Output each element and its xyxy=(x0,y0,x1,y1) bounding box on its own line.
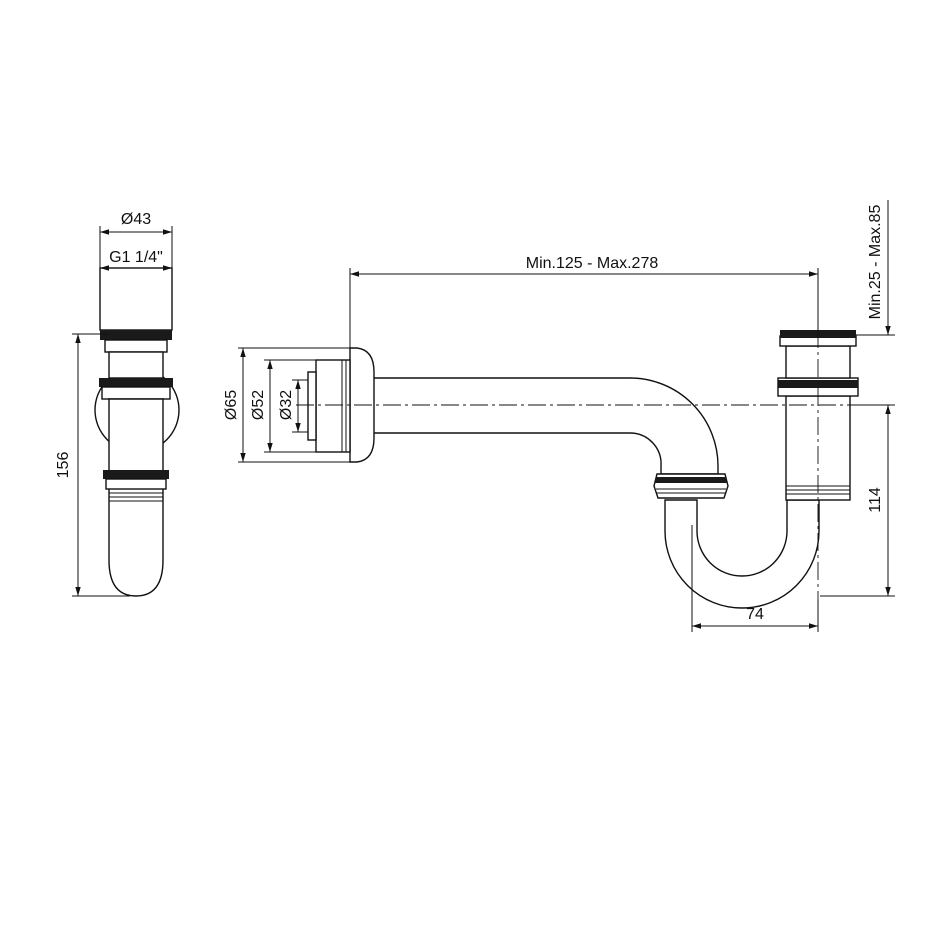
front-view xyxy=(94,267,180,597)
socket-diameter-label: Ø52 xyxy=(250,390,267,420)
vertical-range-label: Min.25 - Max.85 xyxy=(867,205,884,320)
centre-lines xyxy=(296,330,892,600)
front-lower-nut xyxy=(105,478,167,490)
wall-socket xyxy=(315,359,351,453)
outer-diameter-label: Ø43 xyxy=(121,211,151,228)
horizontal-range-label: Min.125 - Max.278 xyxy=(526,255,659,272)
horizontal-pipe xyxy=(369,377,719,475)
front-thread-tail xyxy=(99,267,173,331)
front-body-upper xyxy=(108,351,164,379)
front-middle-nut xyxy=(101,386,171,400)
front-top-ring xyxy=(100,330,172,340)
thread-size-label: G1 1/4" xyxy=(109,249,163,266)
u-bend xyxy=(664,499,820,609)
pipe-diameter-label: Ø32 xyxy=(278,390,295,420)
front-top-nut xyxy=(104,339,168,353)
socket-nose xyxy=(307,371,317,441)
front-lower-ring xyxy=(103,470,169,479)
trap-coupling-ring xyxy=(655,477,727,483)
trap-width-label: 74 xyxy=(746,606,764,623)
trap-height-label: 114 xyxy=(867,487,884,513)
side-view-dimensions: Ø65 Ø52 Ø32 Min.125 - Max.278 Min.25 - M… xyxy=(223,200,895,632)
front-view-dimensions: Ø43 G1 1/4" 156 xyxy=(55,211,173,597)
flange-diameter-label: Ø65 xyxy=(223,390,240,420)
total-height-label: 156 xyxy=(55,452,72,479)
side-view xyxy=(307,330,859,609)
front-middle-ring xyxy=(99,378,173,387)
